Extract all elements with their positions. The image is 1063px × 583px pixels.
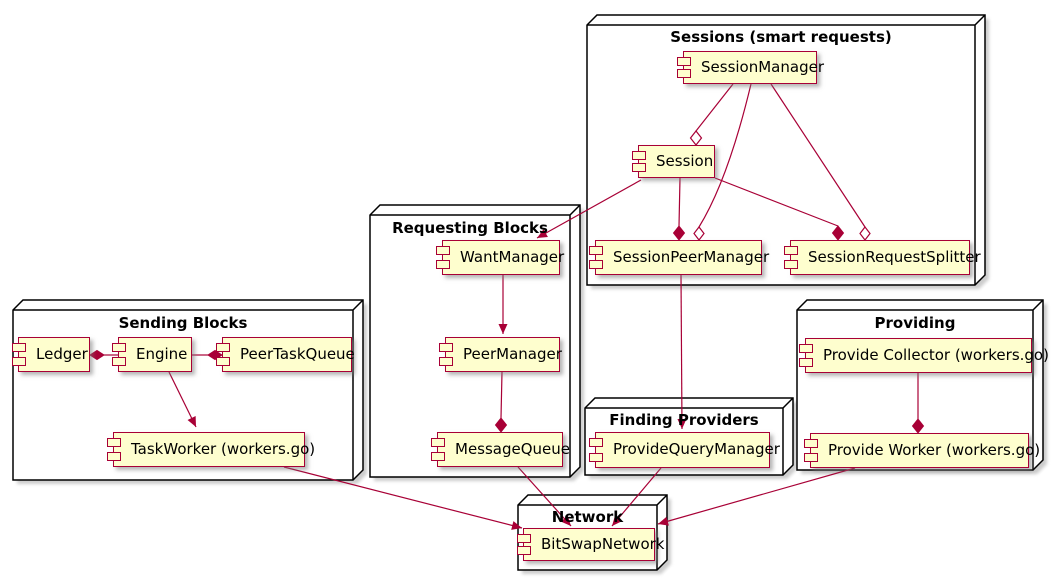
component-port-icon [804, 453, 818, 462]
component-port-icon [589, 438, 603, 447]
edge-session-wantmanager [536, 179, 642, 239]
edge-sessionmanager-sessionrequestsplitter [770, 83, 866, 228]
component-label: MessageQueue [455, 439, 571, 458]
component-port-icon [632, 163, 646, 172]
component-bitswap-network: BitSwapNetwork [517, 528, 664, 561]
component-port-icon [436, 260, 450, 269]
edge-sessionpeermanager-providequerymanager [677, 274, 687, 430]
component-label: SessionManager [701, 57, 824, 76]
edge-taskworker-bitswapnetwork [283, 466, 523, 530]
edge-peermanager-messagequeue [500, 371, 503, 419]
component-provide-collector: Provide Collector (workers.go) [799, 338, 1049, 373]
component-engine: Engine [112, 337, 192, 372]
component-label: BitSwapNetwork [541, 534, 665, 553]
component-port-icon [784, 246, 798, 255]
component-port-icon [107, 438, 121, 447]
component-port-icon [112, 343, 126, 352]
component-label: PeerTaskQueue [240, 344, 355, 363]
component-port-icon [12, 343, 26, 352]
component-port-icon [436, 246, 450, 255]
component-ledger: Ledger [12, 337, 90, 372]
edge-engine-taskworker [168, 371, 197, 428]
component-port-icon [677, 57, 691, 66]
component-message-queue: MessageQueue [431, 432, 570, 467]
component-session-manager: SessionManager [677, 51, 824, 84]
component-want-manager: WantManager [436, 240, 564, 275]
component-provide-worker: Provide Worker (workers.go) [804, 433, 1040, 468]
component-port-icon [799, 358, 813, 367]
component-port-icon [589, 246, 603, 255]
component-port-icon [632, 151, 646, 160]
component-label: ProvideQueryManager [613, 440, 780, 458]
component-port-icon [677, 69, 691, 78]
component-provide-query-manager: ProvideQueryManager [589, 432, 780, 468]
component-port-icon [439, 357, 453, 366]
component-peer-manager: PeerManager [439, 337, 562, 372]
edge-sessionmanager-sessionpeermanager [698, 83, 752, 228]
edge-session-sessionpeermanager [678, 177, 681, 227]
edge-provideworker-bitswapnetwork [657, 467, 856, 526]
component-port-icon [589, 453, 603, 462]
component-label: WantManager [460, 247, 565, 266]
component-peer-task-queue: PeerTaskQueue [216, 337, 355, 372]
component-label: Provide Collector (workers.go) [823, 345, 1049, 364]
component-port-icon [107, 452, 121, 461]
edge-messagequeue-bitswapnetwork [517, 466, 572, 527]
component-port-icon [799, 344, 813, 353]
component-port-icon [216, 357, 230, 366]
component-label: SessionPeerManager [613, 247, 770, 266]
component-port-icon [431, 452, 445, 461]
component-port-icon [517, 534, 531, 543]
component-port-icon [784, 260, 798, 269]
component-session-request-splitter: SessionRequestSplitter [784, 240, 981, 275]
component-label: PeerManager [463, 344, 562, 363]
component-label: Session [656, 151, 714, 170]
edge-providequerymanager-bitswapnetwork [611, 467, 662, 527]
component-label: SessionRequestSplitter [808, 247, 981, 266]
component-port-icon [112, 357, 126, 366]
component-port-icon [589, 260, 603, 269]
component-label: Provide Worker (workers.go) [828, 440, 1041, 459]
component-port-icon [12, 357, 26, 366]
component-session: Session [632, 145, 715, 178]
component-port-icon [517, 546, 531, 555]
component-port-icon [431, 438, 445, 447]
component-session-peer-manager: SessionPeerManager [589, 240, 769, 275]
component-label: Ledger [36, 344, 88, 363]
edge-sessionmanager-session [695, 83, 734, 132]
component-port-icon [439, 343, 453, 352]
component-task-worker: TaskWorker (workers.go) [107, 432, 315, 467]
component-port-icon [804, 439, 818, 448]
diamond-filled-ledger [89, 349, 105, 361]
component-label: Engine [136, 344, 188, 363]
component-port-icon [216, 343, 230, 352]
edge-session-sessionrequestsplitter [714, 177, 839, 227]
component-label: TaskWorker (workers.go) [131, 439, 316, 458]
